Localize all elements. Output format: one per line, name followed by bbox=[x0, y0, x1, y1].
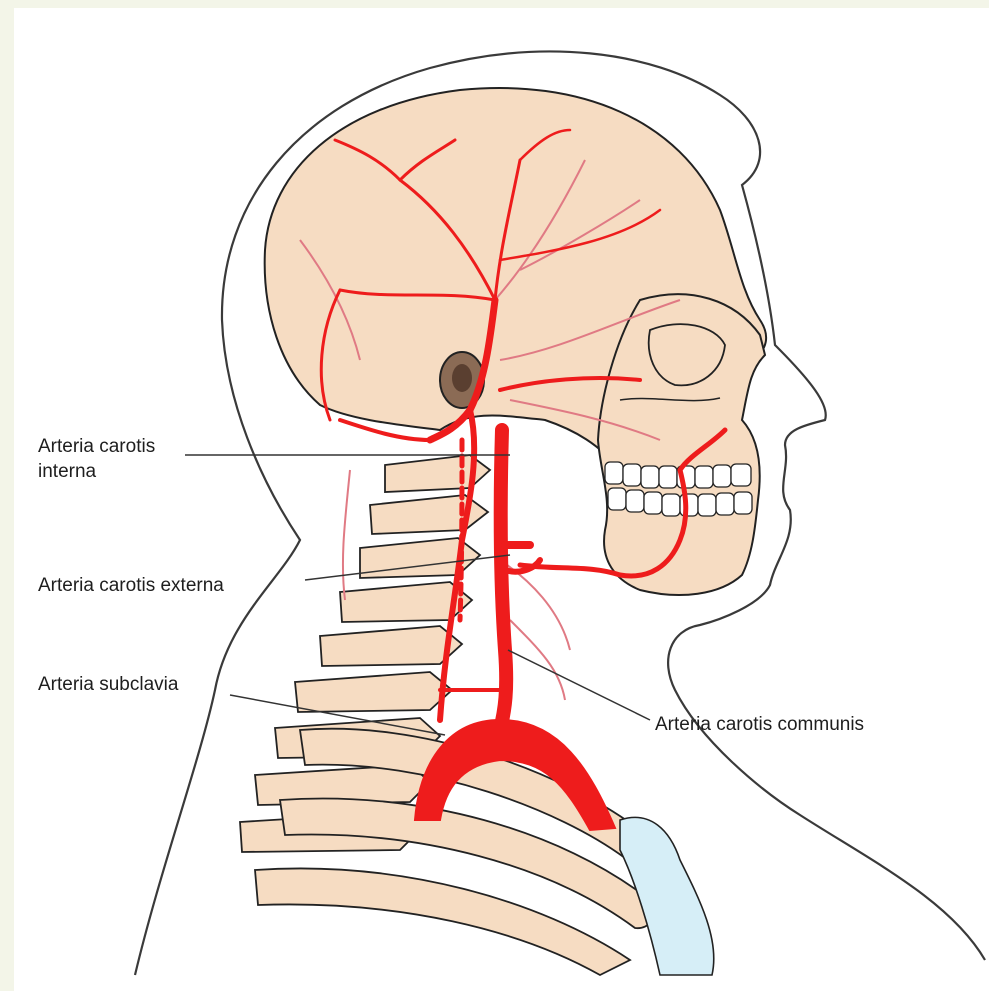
label-carotis-communis: Arteria carotis communis bbox=[655, 712, 864, 737]
label-carotis-interna: Arteria carotis interna bbox=[38, 434, 155, 484]
leader-carotis-communis bbox=[508, 650, 650, 720]
cervical-vertebrae bbox=[240, 455, 490, 852]
skull-face bbox=[598, 294, 765, 595]
label-carotis-interna-line2: interna bbox=[38, 459, 155, 484]
head-neck-arteries-illustration bbox=[14, 8, 989, 991]
label-subclavia: Arteria subclavia bbox=[38, 672, 178, 697]
diagram-frame: Arteria carotis interna Arteria carotis … bbox=[14, 8, 989, 991]
label-carotis-interna-line1: Arteria carotis bbox=[38, 434, 155, 459]
ear-canal-inner bbox=[452, 364, 472, 392]
label-carotis-externa: Arteria carotis externa bbox=[38, 573, 224, 598]
